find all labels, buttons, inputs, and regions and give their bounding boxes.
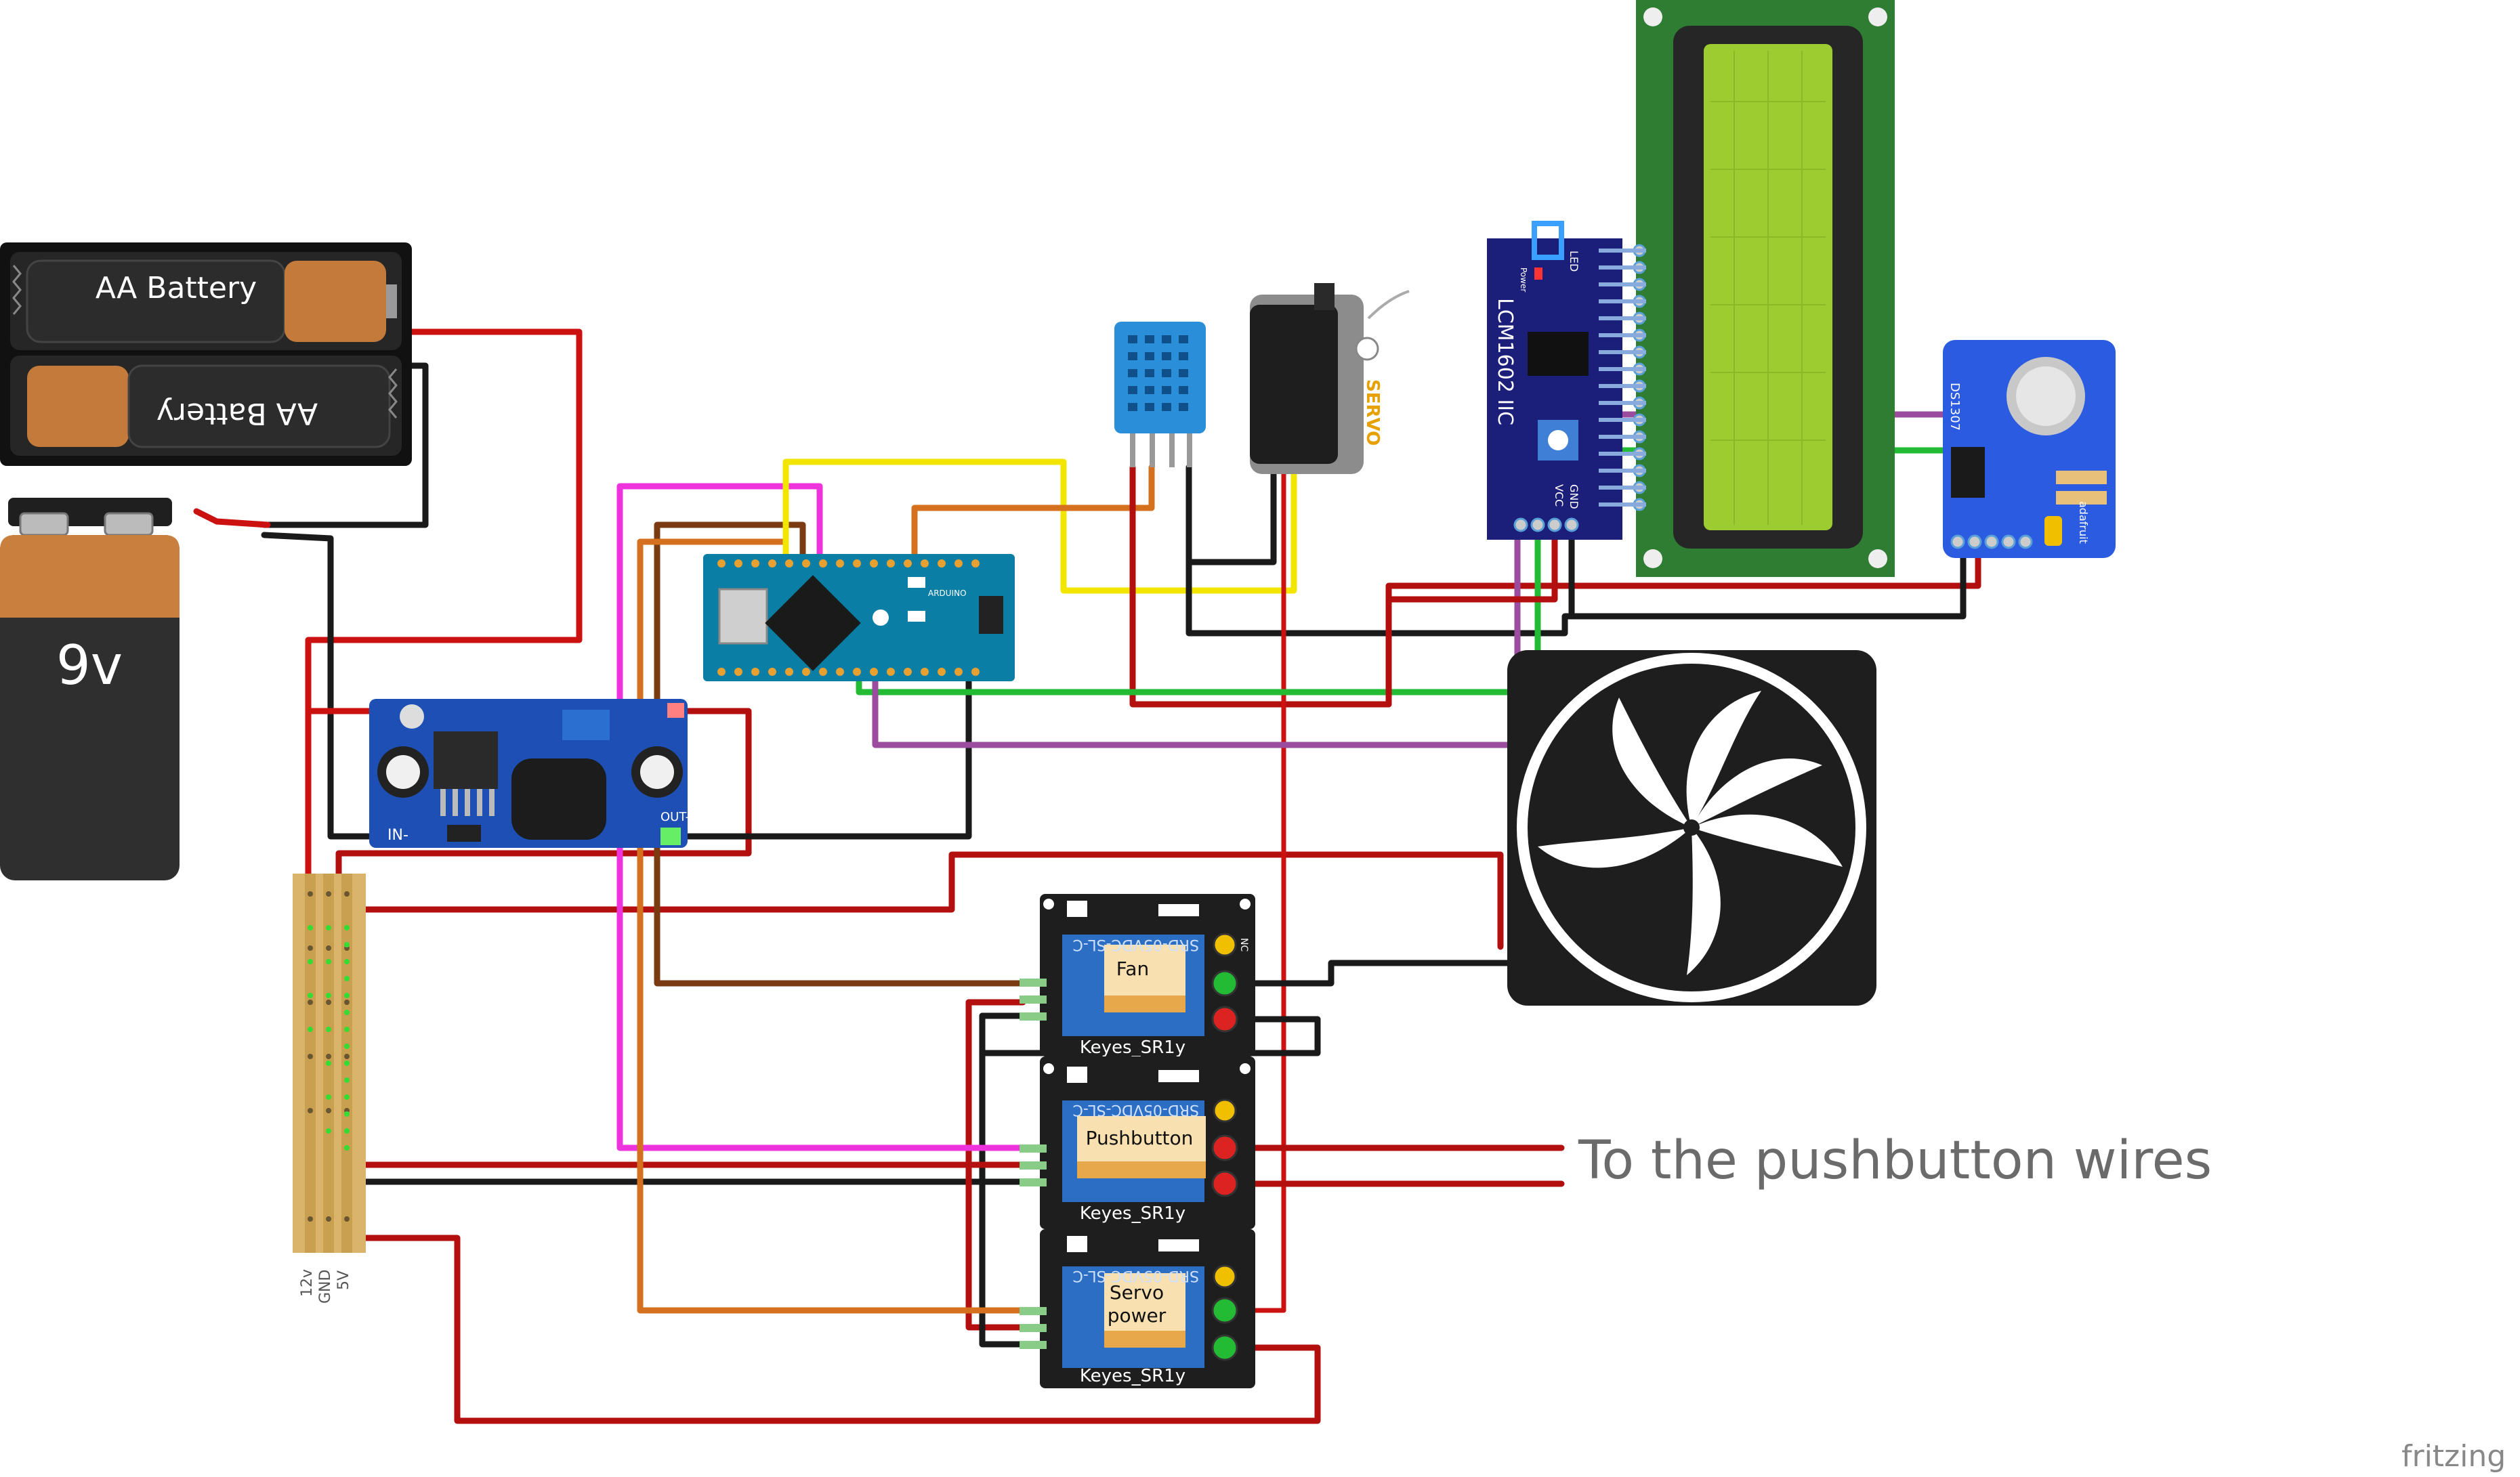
- stripboard: 12v GND 5V: [293, 874, 366, 1304]
- relay-fan: Fan Keyes_SR1y SRD-05VDC-SL-C NC: [1020, 894, 1255, 1058]
- wire-yellow: [782, 458, 1297, 594]
- rtc-name-label: DS1307: [1948, 383, 1962, 431]
- wire-pink: [616, 483, 1026, 1151]
- relay-servo-model2-label: SRD-05VDC-SL-C: [1072, 1267, 1199, 1284]
- buck-converter: IN- OUT-: [369, 699, 690, 848]
- arduino-pins-bottom: [717, 668, 980, 676]
- relay-pushbutton-label: Pushbutton: [1086, 1127, 1194, 1149]
- buck-in-label: IN-: [387, 827, 408, 844]
- wire-brown: [654, 521, 1026, 987]
- lcd-vcc-label: VCC: [1553, 484, 1566, 507]
- wires: [193, 328, 2014, 1424]
- stripboard-12v-label: 12v: [299, 1269, 316, 1297]
- relay-servo-power: Servo power Keyes_SR1y SRD-05VDC-SL-C: [1020, 1229, 1255, 1388]
- relay-pushbutton: Pushbutton Keyes_SR1y SRD-05VDC-SL-C: [1020, 1056, 1255, 1229]
- arduino-name-label: ARDUINO: [928, 588, 967, 598]
- wire-battery-red: [305, 328, 583, 887]
- wire-9v-red: [193, 508, 271, 528]
- rtc-brand-label: adafruit: [2077, 501, 2090, 544]
- wire-buck-out-black: [674, 670, 972, 840]
- lcd-led-label: LED: [1568, 251, 1580, 272]
- wire-orange-dht: [911, 464, 1155, 559]
- wire-strip-fan-red: [345, 851, 1504, 950]
- lcd-module-label: LCM1602 IIC: [1493, 298, 1517, 425]
- arduino-nano: ARDUINO: [703, 554, 1015, 681]
- wire-relay-bus-red: [965, 999, 1026, 1331]
- wire-lcd-red: [1385, 518, 1558, 708]
- wire-relay-bus-black: [979, 1012, 1026, 1348]
- relay-pushbutton-model2-label: SRD-05VDC-SL-C: [1072, 1101, 1199, 1118]
- wire-strip-servo-red: [345, 1235, 1321, 1424]
- cooling-fan: [1507, 650, 1876, 1006]
- relay-servo-model-label: Keyes_SR1y: [1080, 1366, 1185, 1386]
- aa-battery-top-label: AA Battery: [96, 271, 257, 305]
- fritzing-watermark: fritzing: [2401, 1439, 2506, 1474]
- aa-battery-holder: AA Battery AA Battery: [0, 242, 412, 466]
- stripboard-5v-label: 5V: [335, 1270, 352, 1290]
- wire-fan-black: [1221, 960, 1511, 987]
- lcd-grid: [1710, 51, 1826, 525]
- fan-blades: [1538, 691, 1843, 975]
- wire-strip-relay-black: [329, 1012, 1026, 1185]
- relay-fan-label: Fan: [1116, 958, 1149, 980]
- arduino-pins-top: [717, 559, 980, 568]
- relay-servo-label-line1: Servo: [1110, 1281, 1164, 1304]
- rtc-pins: [1950, 534, 2033, 549]
- relay-servo-label-line2: power: [1108, 1304, 1167, 1327]
- aa-battery-bottom-label: AA Battery: [156, 396, 318, 431]
- 9v-battery-label: 9v: [56, 634, 123, 697]
- lcd-gnd-label: GND: [1568, 484, 1580, 509]
- lcd-i2c-pins: [1513, 517, 1579, 532]
- wire-battery-black: [261, 362, 429, 528]
- stripboard-gnd-label: GND: [317, 1270, 334, 1304]
- servo-label: SERVO: [1362, 379, 1383, 446]
- pushbutton-note: To the pushbutton wires: [1578, 1130, 2212, 1191]
- lcd-i2c-header: [1599, 249, 1646, 507]
- buck-out-label: OUT-: [660, 810, 690, 824]
- lcd-power-label: Power: [1519, 267, 1528, 292]
- relay-fan-model2-label: SRD-05VDC-SL-C: [1072, 936, 1199, 953]
- relay-pushbutton-model-label: Keyes_SR1y: [1080, 1203, 1185, 1224]
- dht11-sensor: [1114, 322, 1206, 467]
- rtc-ds1307: DS1307 adafruit: [1943, 340, 2116, 558]
- wire-servo-black: [1185, 464, 1277, 565]
- stripboard-active-holes: [308, 925, 350, 1151]
- relay-fan-nc-label: NC: [1238, 938, 1249, 951]
- wire-buck-out-red: [335, 708, 752, 891]
- 9v-battery: 9v: [0, 498, 180, 880]
- wire-9v-black: [261, 532, 383, 840]
- wire-dht-black: [1185, 464, 1967, 637]
- lcd-i2c-module: LCM1602 IIC Power LED GND VCC: [1487, 221, 1646, 540]
- wire-strip-relay-red: [345, 999, 1026, 1168]
- servo-motor: SERVO: [1250, 283, 1410, 474]
- stripboard-holes: [308, 891, 350, 1222]
- lcd-display: [1633, 0, 1895, 577]
- relay-fan-model-label: Keyes_SR1y: [1080, 1037, 1185, 1058]
